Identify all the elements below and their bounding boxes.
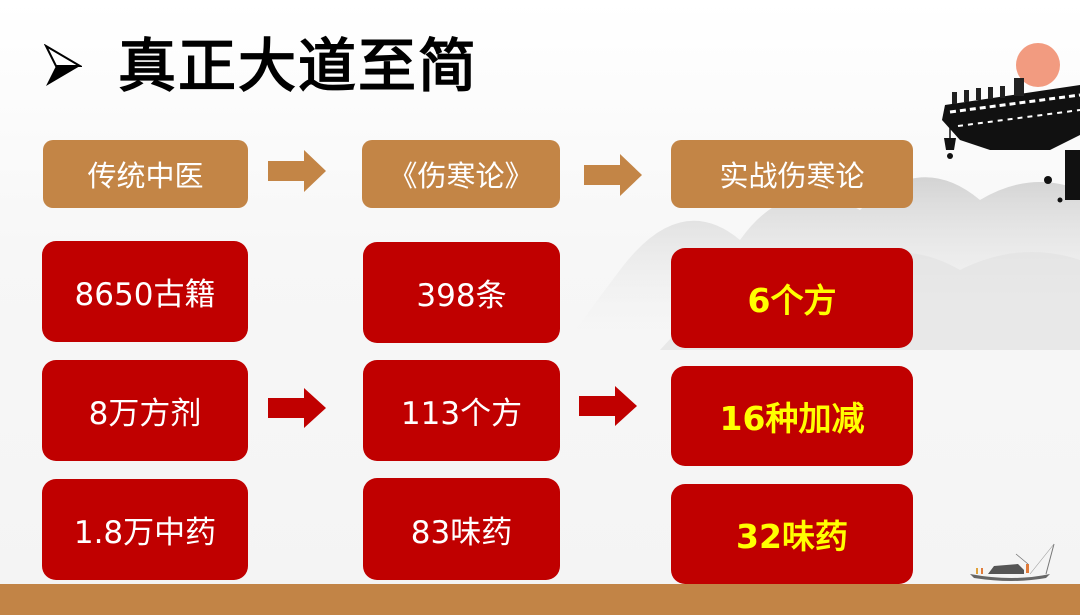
- right-arrow-icon: [268, 150, 326, 192]
- stat-box-herbs: 83味药: [363, 478, 560, 580]
- right-arrow-icon: [268, 388, 326, 428]
- temple-roof-icon: [930, 40, 1080, 210]
- stat-box-ancient-books: 8650古籍: [42, 241, 248, 342]
- stat-box-herbs: 1.8万中药: [42, 479, 248, 580]
- stat-box-articles: 398条: [363, 242, 560, 343]
- stat-box-modifications-highlight: 16种加减: [671, 366, 913, 466]
- boat-icon: [968, 540, 1058, 584]
- right-arrow-icon: [584, 154, 642, 196]
- arrowhead-bullet-icon: [43, 43, 84, 88]
- right-arrow-icon: [579, 386, 637, 426]
- page-title: 真正大道至简: [118, 32, 479, 100]
- stat-box-herbs-highlight: 32味药: [671, 484, 913, 584]
- stat-box-prescriptions: 8万方剂: [42, 360, 248, 461]
- bottom-bar: [0, 584, 1080, 615]
- stat-box-formulas-highlight: 6个方: [671, 248, 913, 348]
- header-shanghanlun: 《伤寒论》: [362, 140, 560, 208]
- stat-box-formulas: 113个方: [363, 360, 560, 461]
- header-traditional-tcm: 传统中医: [43, 140, 248, 208]
- header-practical-shanghanlun: 实战伤寒论: [671, 140, 913, 208]
